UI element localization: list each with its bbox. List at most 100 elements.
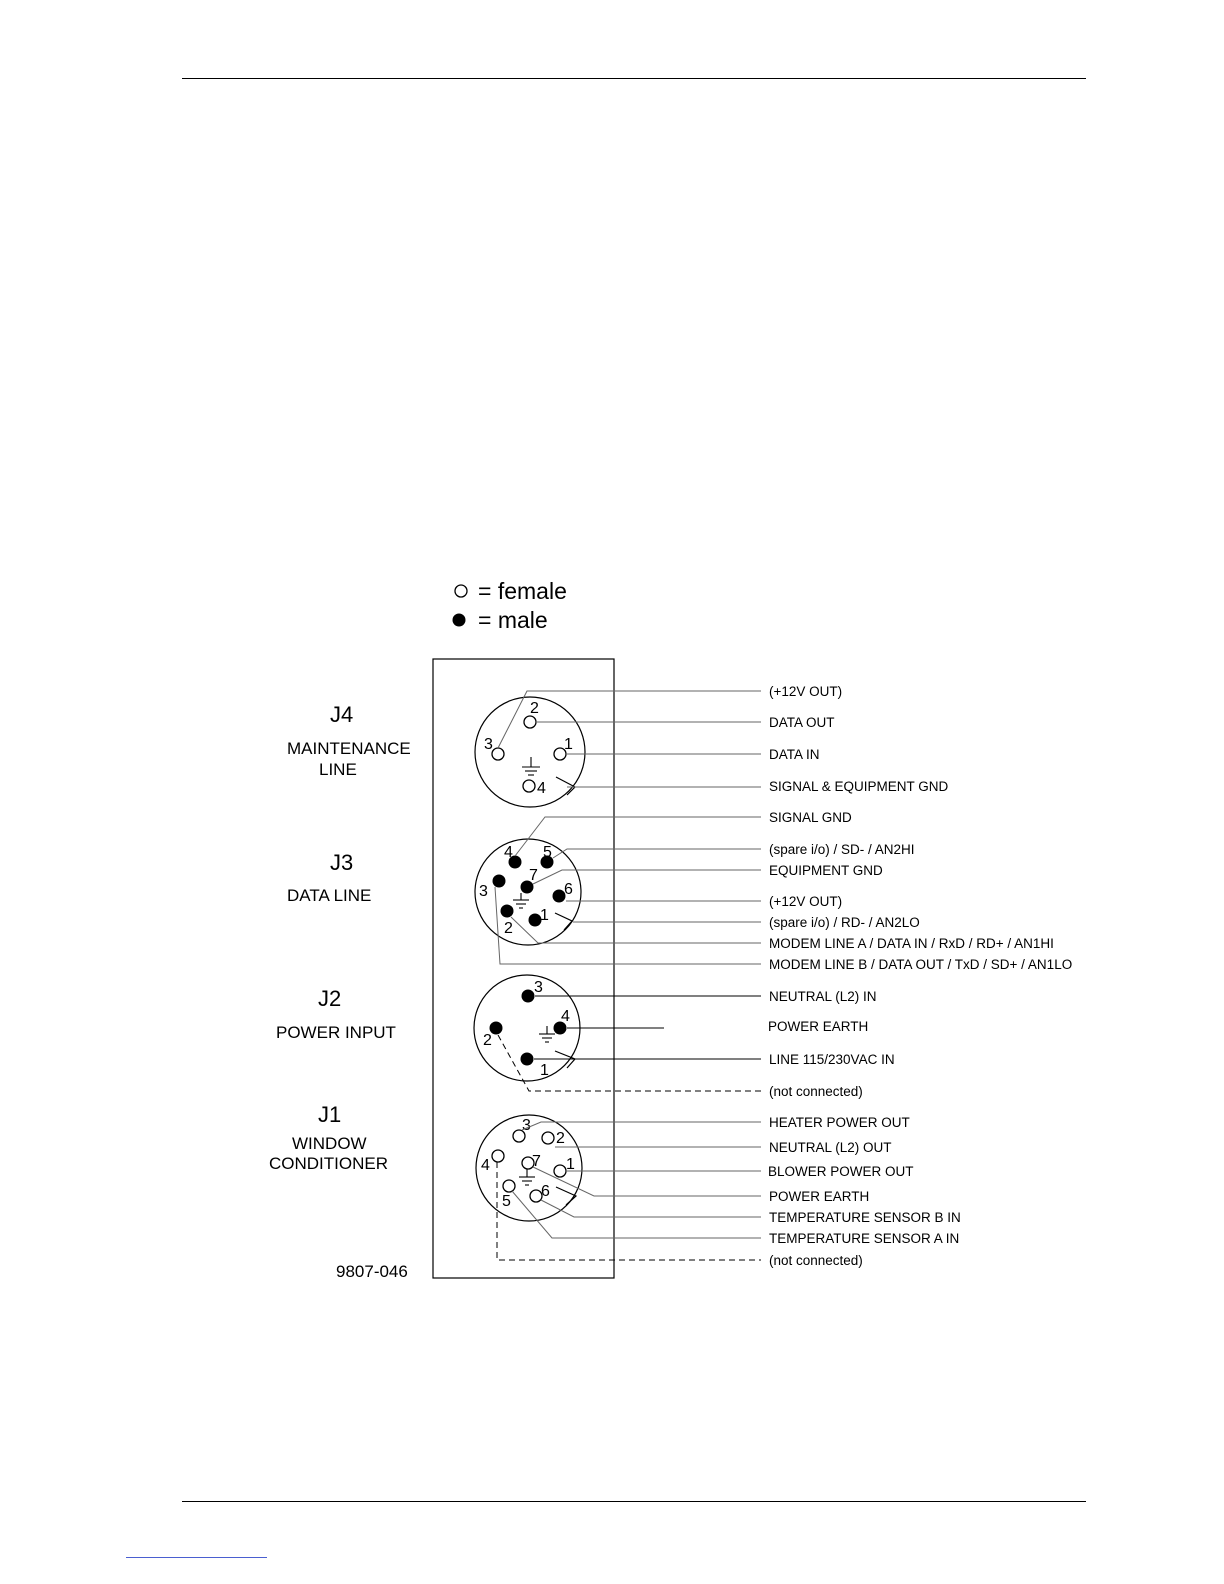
pin-j4-2 xyxy=(523,715,537,729)
pin-j1-7 xyxy=(521,1156,535,1170)
not-connected-dashed-wire xyxy=(497,1034,761,1092)
keyway-notch-icon xyxy=(554,912,573,931)
pin-number: 5 xyxy=(543,844,552,861)
pin-number: 3 xyxy=(479,883,488,900)
keyway-notch-icon xyxy=(555,776,577,796)
pin-number: 3 xyxy=(484,736,493,753)
figure-id: 9807-046 xyxy=(336,1262,408,1281)
j2-wires xyxy=(534,995,761,1060)
signal-label: NEUTRAL (L2) IN xyxy=(769,989,877,1004)
enclosure-panel xyxy=(432,658,615,1279)
connector-body-j1 xyxy=(475,1114,583,1222)
pin-number: 2 xyxy=(483,1032,492,1049)
connector-id: J2 xyxy=(318,986,341,1011)
connector-name: WINDOW xyxy=(292,1134,367,1153)
connector-name: POWER INPUT xyxy=(276,1023,396,1042)
connector-body-j4 xyxy=(474,696,586,808)
pin-number: 7 xyxy=(532,1153,541,1170)
signal-label: HEATER POWER OUT xyxy=(769,1115,910,1130)
pin-number: 1 xyxy=(564,736,573,753)
pin-j1-2 xyxy=(541,1131,555,1145)
keyway-notch-icon xyxy=(555,1186,578,1206)
pin-j1-4 xyxy=(491,1149,505,1163)
connector-name: MAINTENANCE xyxy=(287,739,411,758)
signal-label: SIGNAL GND xyxy=(769,810,852,825)
pin-number: 3 xyxy=(522,1117,531,1134)
pin-j3-7 xyxy=(520,880,534,894)
footer-rule xyxy=(182,1501,1086,1502)
signal-label: TEMPERATURE SENSOR B IN xyxy=(769,1210,961,1225)
pin-number: 4 xyxy=(481,1157,490,1174)
signal-label: (not connected) xyxy=(769,1084,863,1099)
connector-id: J4 xyxy=(330,702,353,727)
pin-number: 7 xyxy=(529,867,538,884)
pin-j2-3 xyxy=(521,989,535,1003)
signal-label: BLOWER POWER OUT xyxy=(768,1164,914,1179)
ground-symbol-icon xyxy=(519,1169,535,1186)
signal-label: LINE 115/230VAC IN xyxy=(769,1052,895,1067)
header-rule xyxy=(182,78,1086,79)
signal-label: POWER EARTH xyxy=(769,1189,869,1204)
j1-wires xyxy=(511,1121,761,1239)
signal-label: DATA OUT xyxy=(769,715,835,730)
signal-label: TEMPERATURE SENSOR A IN xyxy=(769,1231,959,1246)
female-pin-legend-icon xyxy=(454,584,468,598)
pin-j3-6 xyxy=(552,889,566,903)
footer-link-underline xyxy=(126,1557,267,1558)
connector-name: CONDITIONER xyxy=(269,1154,388,1173)
pin-number: 2 xyxy=(556,1130,565,1147)
pin-j4-4 xyxy=(522,779,536,793)
pin-number: 4 xyxy=(561,1008,570,1025)
pin-number: 6 xyxy=(541,1183,550,1200)
pin-number: 4 xyxy=(504,844,513,861)
connector-id: J3 xyxy=(330,850,353,875)
pin-number: 5 xyxy=(502,1193,511,1210)
pin-number: 4 xyxy=(537,780,546,797)
signal-label: MODEM LINE B / DATA OUT / TxD / SD+ / AN… xyxy=(769,957,1072,972)
j3-wires xyxy=(494,816,761,965)
legend-female-label: = female xyxy=(478,578,567,604)
male-pin-legend-icon xyxy=(452,613,466,627)
pin-number: 6 xyxy=(564,881,573,898)
pin-number: 1 xyxy=(540,1062,549,1079)
signal-label: SIGNAL & EQUIPMENT GND xyxy=(769,779,949,794)
ground-symbol-icon xyxy=(513,893,529,909)
ground-symbol-icon xyxy=(522,757,540,776)
pin-j1-3 xyxy=(512,1129,526,1143)
signal-label: POWER EARTH xyxy=(768,1019,868,1034)
signal-label: NEUTRAL (L2) OUT xyxy=(769,1140,892,1155)
pin-j3-4 xyxy=(508,855,522,869)
signal-label: (not connected) xyxy=(769,1253,863,1268)
pin-number: 3 xyxy=(534,979,543,996)
pin-j1-6 xyxy=(529,1189,543,1203)
pin-j3-1 xyxy=(528,913,542,927)
pin-j3-5 xyxy=(540,855,554,869)
connector-id: J1 xyxy=(318,1102,341,1127)
signal-label: (spare i/o) / RD- / AN2LO xyxy=(769,915,920,930)
pin-number: 1 xyxy=(566,1156,575,1173)
not-connected-dashed-wire xyxy=(496,1162,761,1261)
signal-label: DATA IN xyxy=(769,747,820,762)
j4-wires xyxy=(497,690,761,788)
pin-number: 1 xyxy=(540,907,549,924)
ground-symbol-icon xyxy=(539,1026,555,1043)
pin-j2-1 xyxy=(520,1052,534,1066)
pin-number: 2 xyxy=(530,700,539,717)
connector-name: LINE xyxy=(319,760,357,779)
signal-label: EQUIPMENT GND xyxy=(769,863,883,878)
pin-j2-2 xyxy=(489,1021,503,1035)
pin-j4-3 xyxy=(491,747,505,761)
connector-name: DATA LINE xyxy=(287,886,371,905)
pin-j1-5 xyxy=(502,1179,516,1193)
signal-label: (spare i/o) / SD- / AN2HI xyxy=(769,842,915,857)
signal-label: (+12V OUT) xyxy=(769,684,842,699)
pin-j3-3 xyxy=(492,874,506,888)
signal-label: MODEM LINE A / DATA IN / RxD / RD+ / AN1… xyxy=(769,936,1054,951)
pin-j2-4 xyxy=(553,1021,567,1035)
pin-number: 2 xyxy=(504,920,513,937)
legend-male-label: = male xyxy=(478,607,548,633)
pin-j3-2 xyxy=(500,904,514,918)
pin-j1-1 xyxy=(553,1164,567,1178)
signal-label: (+12V OUT) xyxy=(769,894,842,909)
